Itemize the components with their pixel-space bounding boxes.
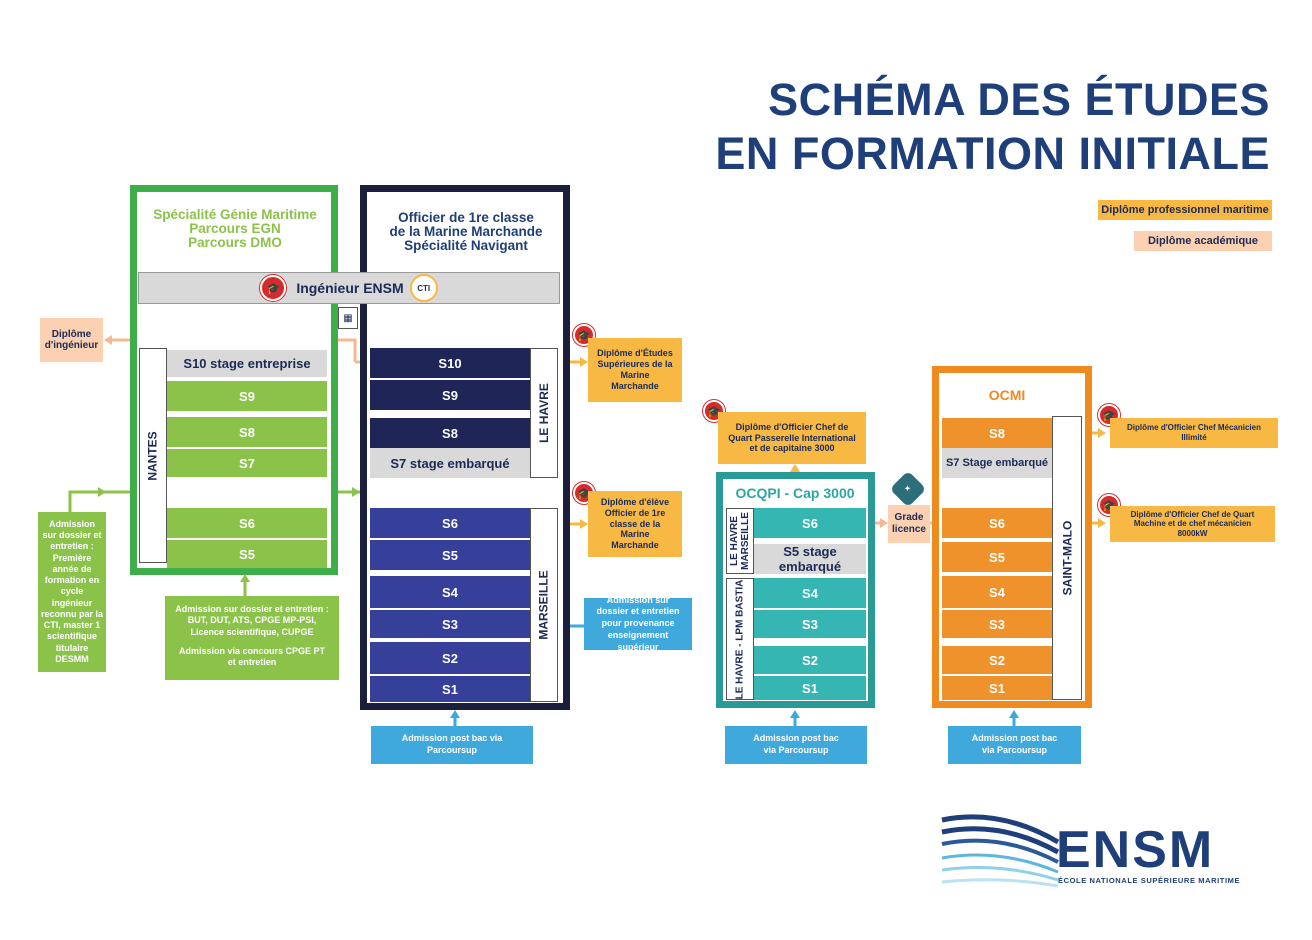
navigant-s7: S7 stage embarqué: [370, 448, 530, 478]
navigant-title-3: Spécialité Navigant: [404, 238, 528, 253]
genie-s6: S6: [167, 508, 327, 538]
campus-saint-malo: SAINT-MALO: [1052, 416, 1082, 700]
admission-sup-box: Admission sur dossier et entretien pour …: [584, 595, 692, 652]
admission-parcoursup-ocmi: Admission post bac via Parcoursup: [948, 726, 1081, 764]
campus-le-havre-marseille: LE HAVRE MARSEILLE: [726, 508, 754, 574]
genie-s8: S8: [167, 417, 327, 447]
genie-title-1: Spécialité Génie Maritime: [153, 207, 317, 222]
diplome-etudes-sup-box: Diplôme d'Études Supérieures de la Marin…: [588, 338, 682, 402]
genie-s7: S7: [167, 447, 327, 477]
diplome-meca-illimite-box: Diplôme d'Officier Chef Mécanicien Illim…: [1110, 418, 1278, 448]
ensm-logo: ENSM ÉCOLE NATIONALE SUPÉRIEURE MARITIME: [940, 812, 1270, 892]
ocmi-s5: S5: [942, 540, 1052, 572]
ocmi-s8: S8: [942, 418, 1052, 448]
admission-green-l5: et entretien: [227, 657, 277, 667]
diplome-ingenieur-l2: d'ingénieur: [44, 340, 99, 351]
ocmi-title: OCMI: [988, 387, 1026, 403]
genie-s5: S5: [167, 538, 327, 568]
campus-nantes: NANTES: [139, 348, 167, 563]
ocmi-s4: S4: [942, 576, 1052, 608]
navigant-title: Officier de 1re classe de la Marine Marc…: [370, 211, 562, 253]
navigant-s2: S2: [370, 642, 530, 674]
accreditation-icon: ▦: [338, 307, 358, 329]
admission-green-l4: Admission via concours CPGE PT: [178, 645, 326, 656]
campus-le-havre-bastia: LE HAVRE - LPM BASTIA: [726, 578, 754, 700]
diplome-ingenieur-box: Diplôme d'ingénieur: [40, 318, 103, 362]
navigant-s9: S9: [370, 378, 530, 410]
logo-tagline: ÉCOLE NATIONALE SUPÉRIEURE MARITIME: [1058, 876, 1241, 885]
graduation-cap-icon: 🎓: [260, 275, 287, 301]
admission-green-box: Admission sur dossier et entretien : BUT…: [165, 596, 339, 680]
grade-licence-box: Grade licence: [888, 505, 930, 543]
admission-parcoursup-ocqpi: Admission post bac via Parcoursup: [725, 726, 867, 764]
navigant-s1: S1: [370, 674, 530, 702]
navigant-s6: S6: [370, 508, 530, 538]
admission-green-l3: Licence scientifique, CUPGE: [190, 626, 314, 637]
admission-green-l2: BUT, DUT, ATS, CPGE MP-PSI,: [187, 615, 317, 626]
ocqpi-s2: S2: [754, 646, 866, 674]
ocqpi-s4: S4: [754, 578, 866, 608]
grade-licence-l2: licence: [892, 524, 926, 535]
navigant-s3: S3: [370, 608, 530, 638]
campus-marseille: MARSEILLE: [530, 508, 558, 702]
ocqpi-s3: S3: [754, 608, 866, 638]
ocmi-s1: S1: [942, 674, 1052, 700]
ingenieur-label: Ingénieur ENSM: [296, 280, 404, 296]
ocmi-s7: S7 Stage embarqué: [942, 448, 1052, 478]
navigant-s10: S10: [370, 348, 530, 378]
admission-green-l1: Admission sur dossier et entretien :: [175, 604, 329, 614]
genie-title-2: Parcours EGN: [189, 221, 281, 236]
admission-left-box: Admission sur dossier et entretien : Pre…: [38, 512, 106, 672]
ocmi-s2: S2: [942, 646, 1052, 674]
logo-name: ENSM: [1056, 821, 1215, 879]
genie-title: Spécialité Génie Maritime Parcours EGN P…: [140, 208, 330, 250]
page-title-line1: SCHÉMA DES ÉTUDES: [768, 74, 1270, 125]
ocqpi-s1: S1: [754, 674, 866, 700]
navigant-s8: S8: [370, 418, 530, 448]
legend-pro: Diplôme professionnel maritime: [1098, 200, 1272, 220]
grade-licence-l1: Grade: [894, 512, 924, 523]
page-title-line2: EN FORMATION INITIALE: [715, 128, 1270, 179]
navigant-title-1: Officier de 1re classe: [398, 210, 534, 225]
diplome-eleve-officier-box: Diplôme d'élève Officier de 1re classe d…: [588, 491, 682, 557]
navigant-s4: S4: [370, 576, 530, 608]
ocmi-s3: S3: [942, 608, 1052, 638]
navigant-s5: S5: [370, 538, 530, 570]
ocqpi-title: OCQPI - Cap 3000: [735, 485, 855, 501]
genie-s10: S10 stage entreprise: [167, 350, 327, 377]
navigant-title-2: de la Marine Marchande: [389, 224, 543, 239]
ingenieur-band: 🎓 Ingénieur ENSM CTI: [138, 272, 560, 304]
cti-badge-icon: CTI: [409, 274, 438, 302]
ocqpi-s5: S5 stage embarqué: [754, 544, 866, 574]
genie-title-3: Parcours DMO: [188, 235, 282, 250]
wave-logo-icon: [941, 814, 1060, 888]
diplome-chef-quart-box: Diplôme d'Officier Chef de Quart Passere…: [718, 412, 866, 464]
genie-s9: S9: [167, 381, 327, 411]
ocqpi-s6: S6: [754, 508, 866, 538]
admission-parcoursup-navigant: Admission post bac via Parcoursup: [371, 726, 533, 764]
diplome-ingenieur-l1: Diplôme: [51, 329, 92, 340]
campus-le-havre: LE HAVRE: [530, 348, 558, 478]
graduation-cap-icon: 🎓: [573, 324, 595, 346]
ocmi-s6: S6: [942, 508, 1052, 538]
diplome-chef-quart-machine-box: Diplôme d'Officier Chef de Quart Machine…: [1110, 506, 1275, 542]
legend-aca: Diplôme académique: [1134, 231, 1272, 251]
